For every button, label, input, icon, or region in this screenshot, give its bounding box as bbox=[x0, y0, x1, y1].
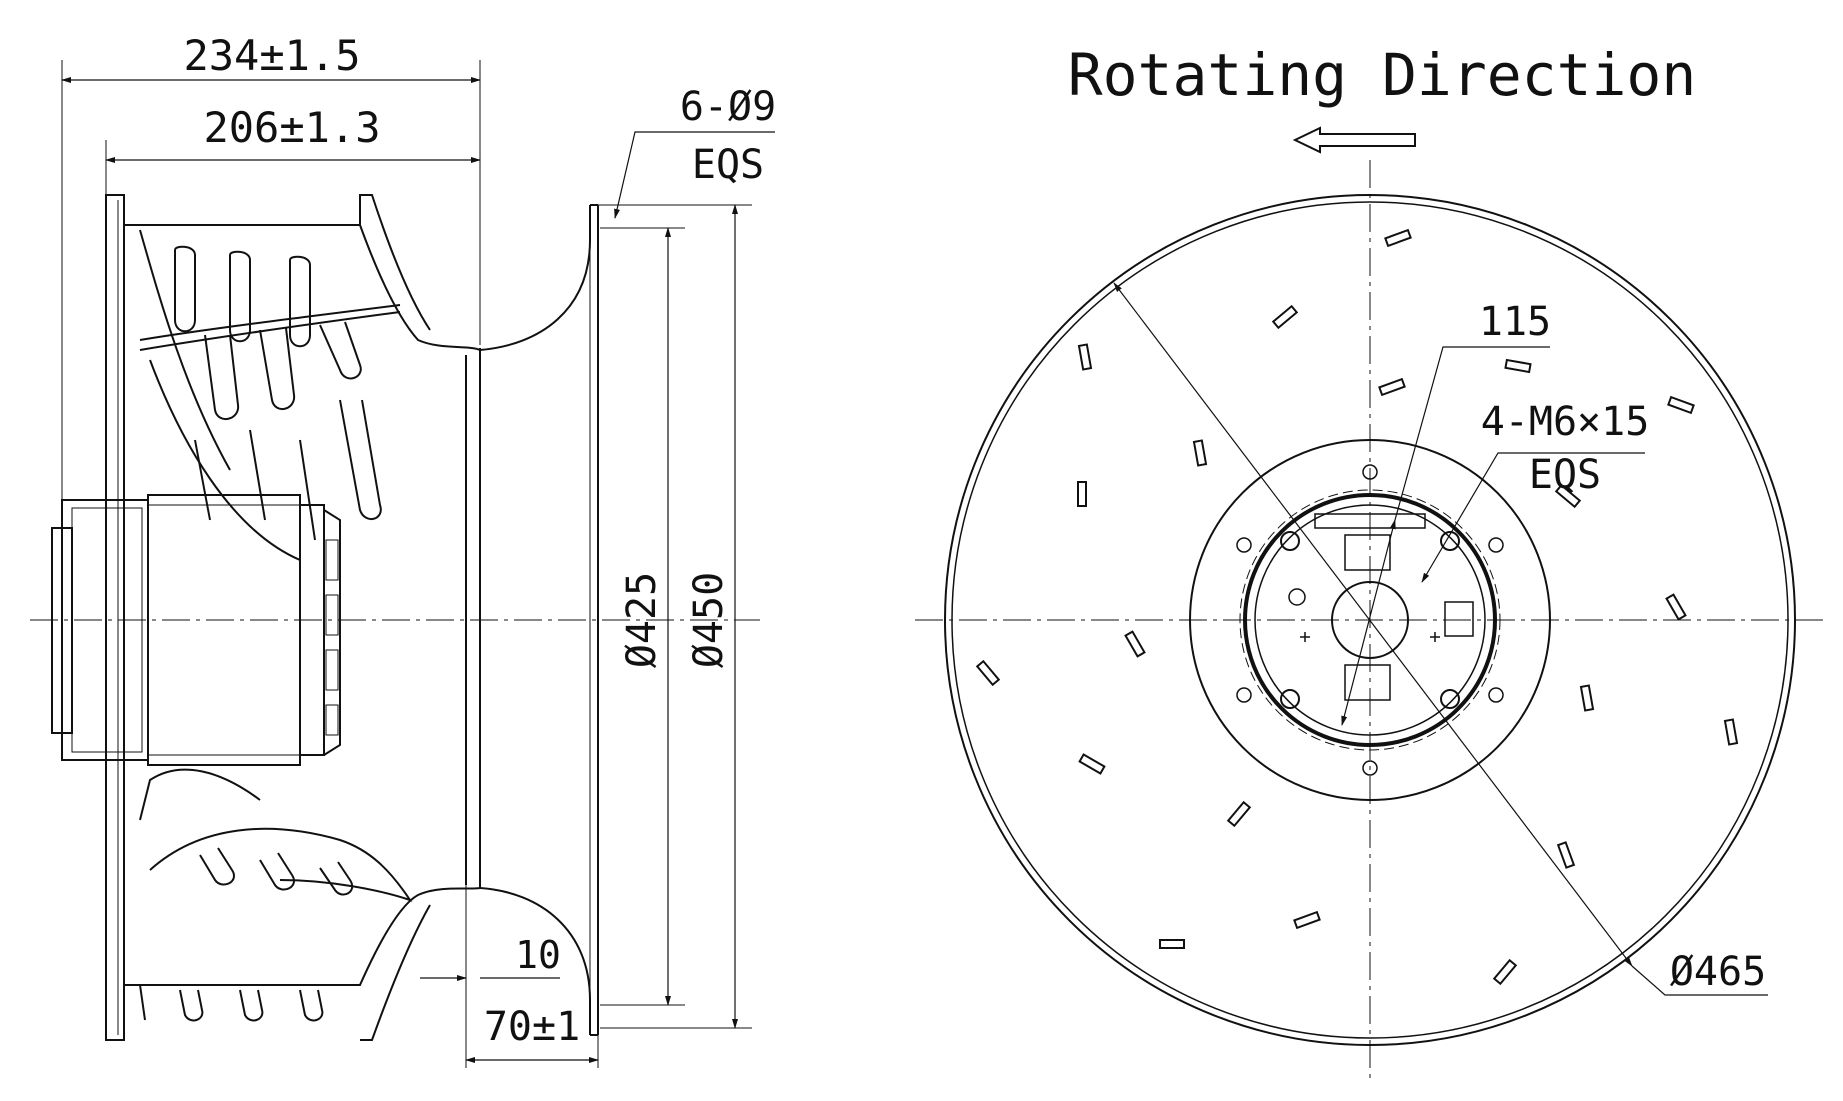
dim-bolt-circle: 115 bbox=[1479, 299, 1551, 345]
dim-impeller-dia: Ø465 bbox=[1670, 949, 1766, 995]
leader-6-hole bbox=[614, 131, 775, 219]
impeller-outer bbox=[944, 194, 1796, 1046]
lower-blades bbox=[139, 768, 413, 1022]
shroud-lower bbox=[124, 887, 481, 986]
extension-lines bbox=[61, 60, 752, 1068]
dim-line-465 bbox=[1113, 282, 1633, 967]
leader-m6 bbox=[1421, 452, 1645, 583]
shroud-upper bbox=[124, 224, 481, 352]
blade-slots bbox=[975, 228, 1739, 986]
dim-flange-dia: Ø450 bbox=[686, 572, 732, 668]
dim-impeller-length: 206±1.3 bbox=[203, 103, 380, 152]
side-view bbox=[30, 60, 775, 1068]
dim-flange-thickness: 10 bbox=[515, 933, 561, 977]
dim-line-115 bbox=[1341, 519, 1396, 726]
upper-blades bbox=[139, 229, 401, 561]
impeller-back-plate bbox=[105, 194, 125, 1041]
dim-mount-note: EQS bbox=[1529, 452, 1601, 498]
dim-mount-thread: 4-M6×15 bbox=[1481, 399, 1650, 445]
rotating-direction-title: Rotating Direction bbox=[1068, 41, 1697, 109]
dim-inlet-dia: Ø425 bbox=[619, 572, 665, 668]
dim-holes: 6-Ø9 bbox=[680, 84, 776, 130]
dim-holes-note: EQS bbox=[692, 142, 764, 188]
dim-inlet-depth: 70±1 bbox=[484, 1004, 580, 1050]
motor bbox=[51, 494, 341, 766]
rotation-arrow bbox=[1292, 126, 1416, 154]
inlet-ring bbox=[465, 204, 599, 1036]
dim-overall-length: 234±1.5 bbox=[183, 31, 360, 80]
front-view bbox=[915, 126, 1825, 1078]
